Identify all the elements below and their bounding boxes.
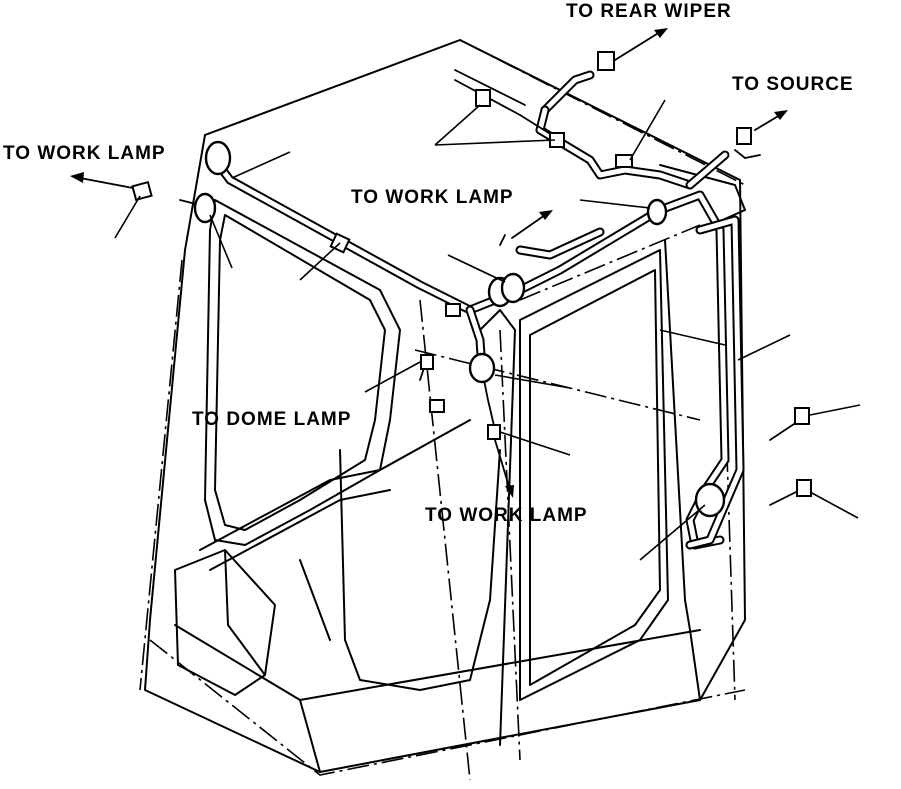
cab-frame (144, 39, 746, 773)
label-to-work-lamp-left: TO WORK LAMP (3, 143, 166, 164)
direction-arrows (70, 28, 788, 498)
label-to-source: TO SOURCE (732, 74, 854, 95)
connectors (131, 51, 812, 497)
leader-lines (114, 99, 861, 561)
label-to-dome-lamp: TO DOME LAMP (192, 409, 352, 430)
label-to-work-lamp-bottom: TO WORK LAMP (425, 505, 588, 526)
label-to-work-lamp-center: TO WORK LAMP (351, 187, 514, 208)
label-to-rear-wiper: TO REAR WIPER (566, 1, 732, 22)
harness-clamps (193, 140, 726, 518)
phantom-lines (139, 39, 746, 781)
